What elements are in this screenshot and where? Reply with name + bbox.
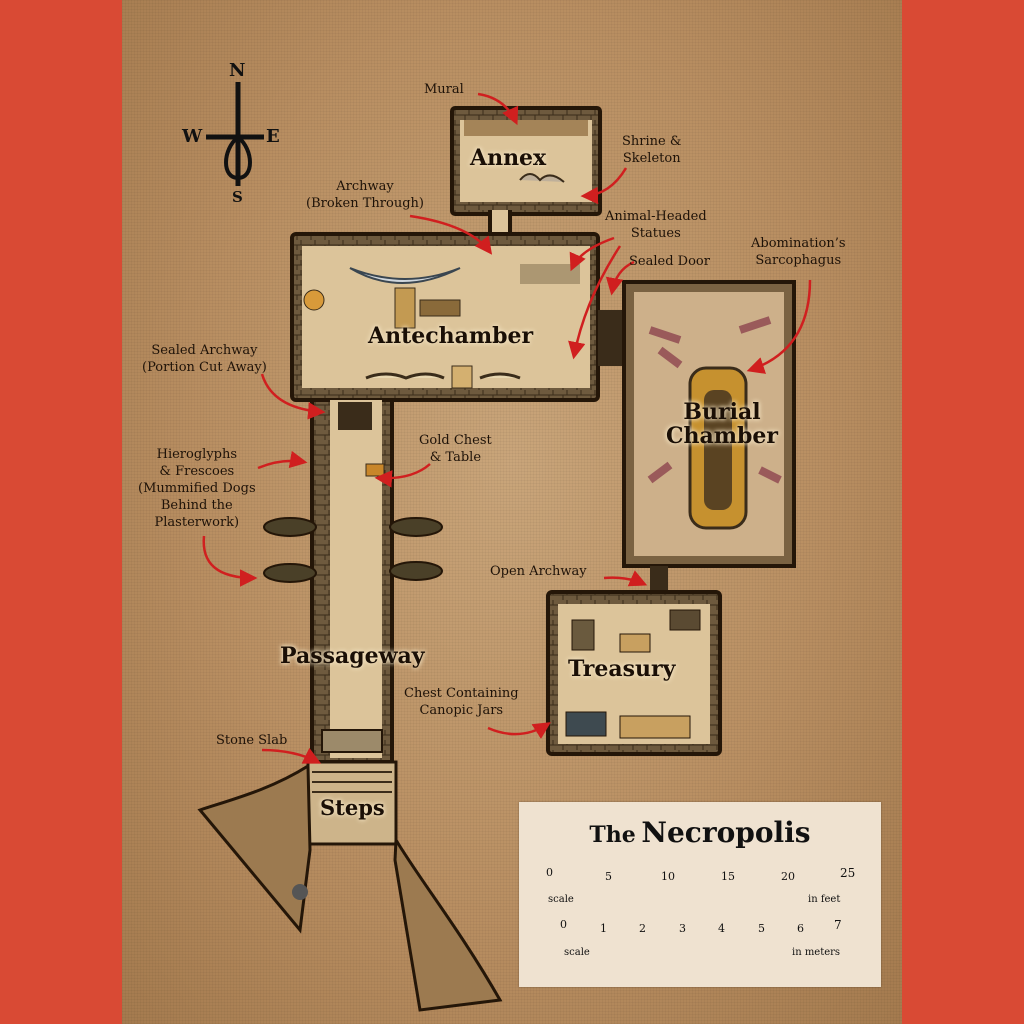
arrow-hieroglyphs-2 [202,535,258,587]
label-gold-chest: Gold Chest & Table [419,433,492,465]
scale-feet-tick: 20 [781,870,795,883]
scale-meters-tick: 0 [560,918,567,931]
arrow-statues-2 [568,245,622,360]
map-title-prefix: The [589,822,636,848]
arrow-canopic [487,722,551,739]
scale-meters-right-unit: in meters [792,947,841,958]
callout-arrows [202,92,812,764]
arrow-statues [569,236,615,272]
compass-east: E [266,126,280,147]
label-sarcophagus: Abomination’s Sarcophagus [751,236,846,268]
compass-south: S [232,188,243,206]
annex-room [450,106,602,240]
scale-meters-tick: 7 [834,918,842,932]
scale-meters-tick: 3 [679,922,686,935]
scale-feet-right-unit: in feet [808,894,841,905]
arrow-sarcophagus [746,279,812,374]
room-passageway: Passageway [280,643,425,669]
label-hieroglyphs: Hieroglyphs & Frescoes (Mummified Dogs B… [138,447,256,530]
label-sealed-door: Sealed Door [629,254,710,269]
scale-meters-tick: 1 [600,922,607,935]
scale-feet-tick: 25 [840,866,856,880]
compass-rose [206,82,264,186]
arrow-gold-chest [374,463,431,488]
room-annex: Annex [470,145,547,171]
arrow-sealed-archway [260,373,326,420]
arrow-archway-broken [409,214,493,255]
label-canopic-chest: Chest Containing Canopic Jars [404,686,519,718]
label-archway-broken: Archway (Broken Through) [306,179,424,211]
steps-area [197,760,503,1012]
open-archway [650,566,668,594]
scale-meters-tick: 5 [758,922,765,935]
map-title: The Necropolis [519,816,881,849]
room-steps: Steps [320,795,385,820]
label-open-archway: Open Archway [490,564,587,579]
scale-meters-left-unit: scale [564,947,590,958]
label-animal-statues: Animal-Headed Statues [605,209,707,241]
scale-feet-left-unit: scale [548,894,574,905]
room-treasury: Treasury [568,656,676,682]
antechamber-room [290,232,600,402]
label-stone-slab: Stone Slab [216,733,288,748]
sealed-door [598,310,626,366]
scale-meters-tick: 6 [797,922,804,935]
arrow-stone-slab [261,747,322,764]
label-shrine-skeleton: Shrine & Skeleton [622,134,682,166]
passageway-corridor [263,398,443,764]
scale-meters-tick: 2 [639,922,646,935]
scale-feet-tick: 10 [661,870,675,883]
arrow-shrine [580,167,628,205]
scale-feet-tick: 5 [605,870,612,883]
arrow-open-archway [603,570,648,587]
burial-chamber-room [622,280,796,568]
map-title-name: Necropolis [641,816,811,849]
arrow-hieroglyphs [257,450,308,470]
label-sealed-archway: Sealed Archway (Portion Cut Away) [142,343,267,375]
map-legend: The Necropolis [519,802,881,987]
arrow-sealed-door [605,260,635,296]
compass-west: W [182,126,203,147]
scale-feet-tick: 0 [546,866,553,879]
room-burial-chamber: Burial Chamber [666,399,779,449]
scale-feet-tick: 15 [721,870,735,883]
treasury-room [546,590,722,756]
scale-meters-tick: 4 [718,922,725,935]
label-mural: Mural [424,82,464,97]
room-antechamber: Antechamber [368,323,534,349]
arrow-mural [477,92,519,126]
compass-north: N [229,60,246,81]
